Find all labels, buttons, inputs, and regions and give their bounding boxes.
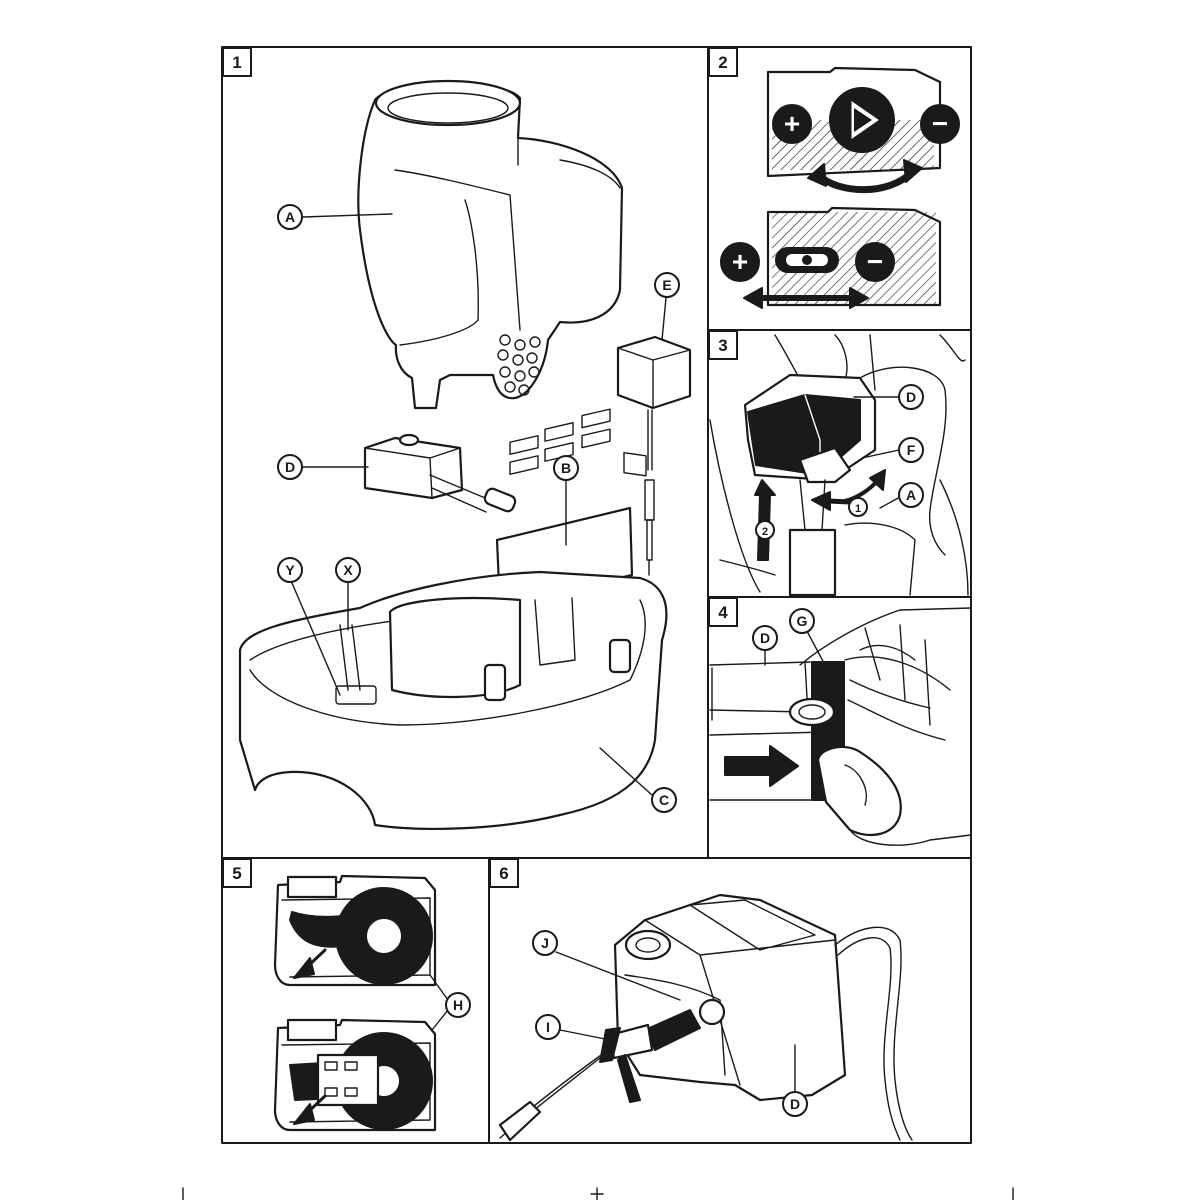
panel-number-4: 4 [708, 597, 738, 627]
crop-marks [182, 1187, 1014, 1200]
callout-h: H [429, 974, 471, 1031]
svg-text:D: D [906, 389, 916, 405]
svg-text:5: 5 [232, 864, 241, 883]
callout-i: I [535, 1014, 611, 1041]
svg-text:F: F [907, 442, 916, 458]
callout-j: J [532, 930, 681, 1001]
svg-text:A: A [906, 487, 916, 503]
svg-text:3: 3 [718, 336, 727, 355]
svg-text:−: − [867, 246, 883, 277]
step-marker-2: 2 [755, 520, 775, 540]
panel-number-3: 3 [708, 330, 738, 360]
panel-number-2: 2 [708, 47, 738, 77]
pump-illustration [363, 433, 517, 513]
callout-a: A [879, 482, 924, 509]
svg-text:B: B [561, 460, 571, 476]
callout-d: D [752, 625, 778, 666]
pump-removal-illustration [709, 334, 969, 597]
svg-text:C: C [659, 792, 669, 808]
impeller-cover-removal-illustration [709, 607, 972, 846]
svg-text:+: + [732, 246, 748, 277]
svg-text:2: 2 [718, 53, 727, 72]
svg-text:D: D [790, 1096, 800, 1112]
callout-a: A [277, 204, 393, 230]
svg-text:1: 1 [855, 503, 861, 515]
svg-text:2: 2 [762, 526, 768, 538]
panel-number-1: 1 [222, 47, 252, 77]
svg-text:−: − [932, 108, 948, 139]
callout-b: B [553, 455, 579, 546]
svg-text:6: 6 [499, 864, 508, 883]
svg-text:E: E [662, 277, 671, 293]
callout-c: C [599, 747, 677, 813]
pump-cleaning-illustration [498, 893, 913, 1142]
svg-text:Y: Y [285, 562, 295, 578]
base-tray-illustration [238, 570, 668, 830]
reservoir-illustration [357, 79, 624, 410]
callout-d: D [277, 454, 369, 480]
svg-text:X: X [343, 562, 353, 578]
svg-text:G: G [797, 613, 808, 629]
panel-number-5: 5 [222, 858, 252, 888]
callout-e: E [654, 272, 680, 341]
callout-d: D [853, 384, 924, 410]
power-adapter-illustration [616, 335, 692, 576]
callout-f: F [861, 437, 924, 463]
svg-text:+: + [784, 108, 800, 139]
svg-text:I: I [546, 1019, 550, 1035]
svg-text:D: D [760, 630, 770, 646]
callout-x: X [335, 557, 361, 631]
callout-g: G [789, 608, 826, 666]
flow-dial-rotary: + − [766, 66, 960, 194]
svg-text:H: H [453, 997, 463, 1013]
impeller-housing-bottom-illustration [273, 1018, 437, 1132]
callout-y: Y [277, 557, 341, 696]
svg-text:D: D [285, 459, 295, 475]
callout-d: D [782, 1044, 808, 1117]
svg-text:1: 1 [232, 53, 241, 72]
panel-grid [221, 46, 972, 1144]
svg-text:J: J [541, 935, 549, 951]
svg-text:A: A [285, 209, 295, 225]
panel-number-6: 6 [489, 858, 519, 888]
svg-text:4: 4 [718, 603, 728, 622]
flow-dial-slider: + − [720, 206, 942, 309]
step-marker-1: 1 [848, 497, 868, 517]
impeller-housing-top-illustration [273, 874, 437, 987]
